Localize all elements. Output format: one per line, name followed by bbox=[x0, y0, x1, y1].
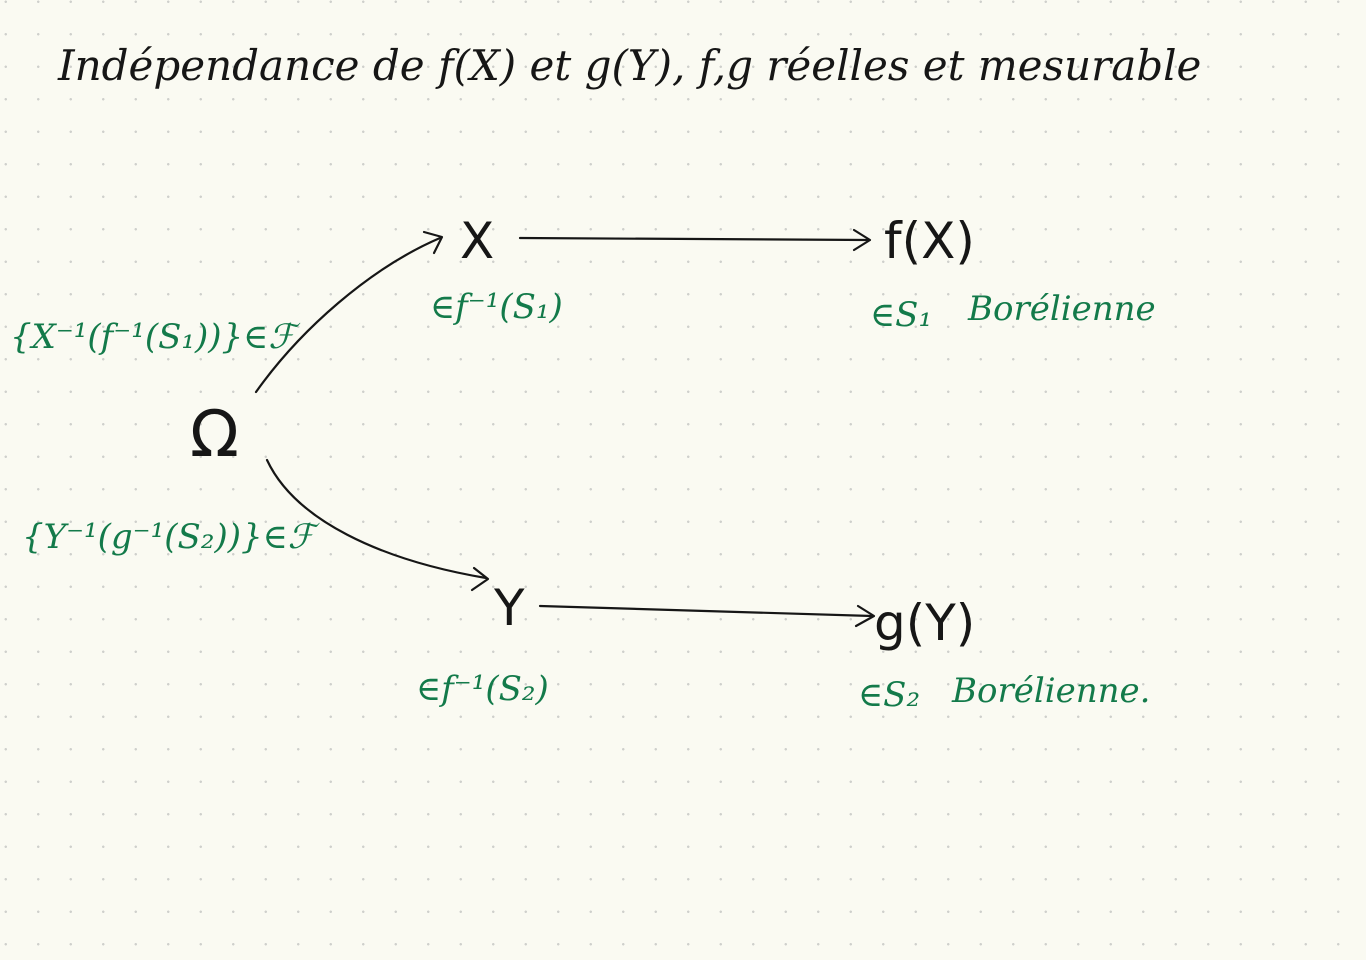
x-preimage-set: ∈f⁻¹(S₁) bbox=[430, 287, 563, 327]
arrow-x-to-fx bbox=[518, 228, 872, 252]
arrow-y-to-gy bbox=[538, 604, 876, 628]
x-node: X bbox=[460, 212, 494, 270]
fx-borel-set: ∈S₁ bbox=[870, 295, 932, 335]
arrow-omega-to-x bbox=[254, 230, 444, 394]
arrow-omega-to-y bbox=[265, 458, 490, 592]
gy-node: g(Y) bbox=[874, 594, 975, 652]
omega-node: Ω bbox=[190, 398, 239, 472]
y-preimage-set: ∈f⁻¹(S₂) bbox=[416, 669, 549, 709]
gy-borel-label: Borélienne. bbox=[951, 671, 1150, 711]
fx-borel-label: Borélienne bbox=[967, 289, 1156, 329]
gy-borel-set: ∈S₂ bbox=[858, 675, 920, 715]
upper-event: {X⁻¹(f⁻¹(S₁))}∈ℱ bbox=[10, 317, 301, 357]
lower-event: {Y⁻¹(g⁻¹(S₂))}∈ℱ bbox=[22, 517, 321, 557]
page-title: Indépendance de f(X) et g(Y), f,g réelle… bbox=[57, 41, 1201, 90]
fx-node: f(X) bbox=[884, 212, 975, 270]
y-node: Y bbox=[493, 579, 525, 637]
